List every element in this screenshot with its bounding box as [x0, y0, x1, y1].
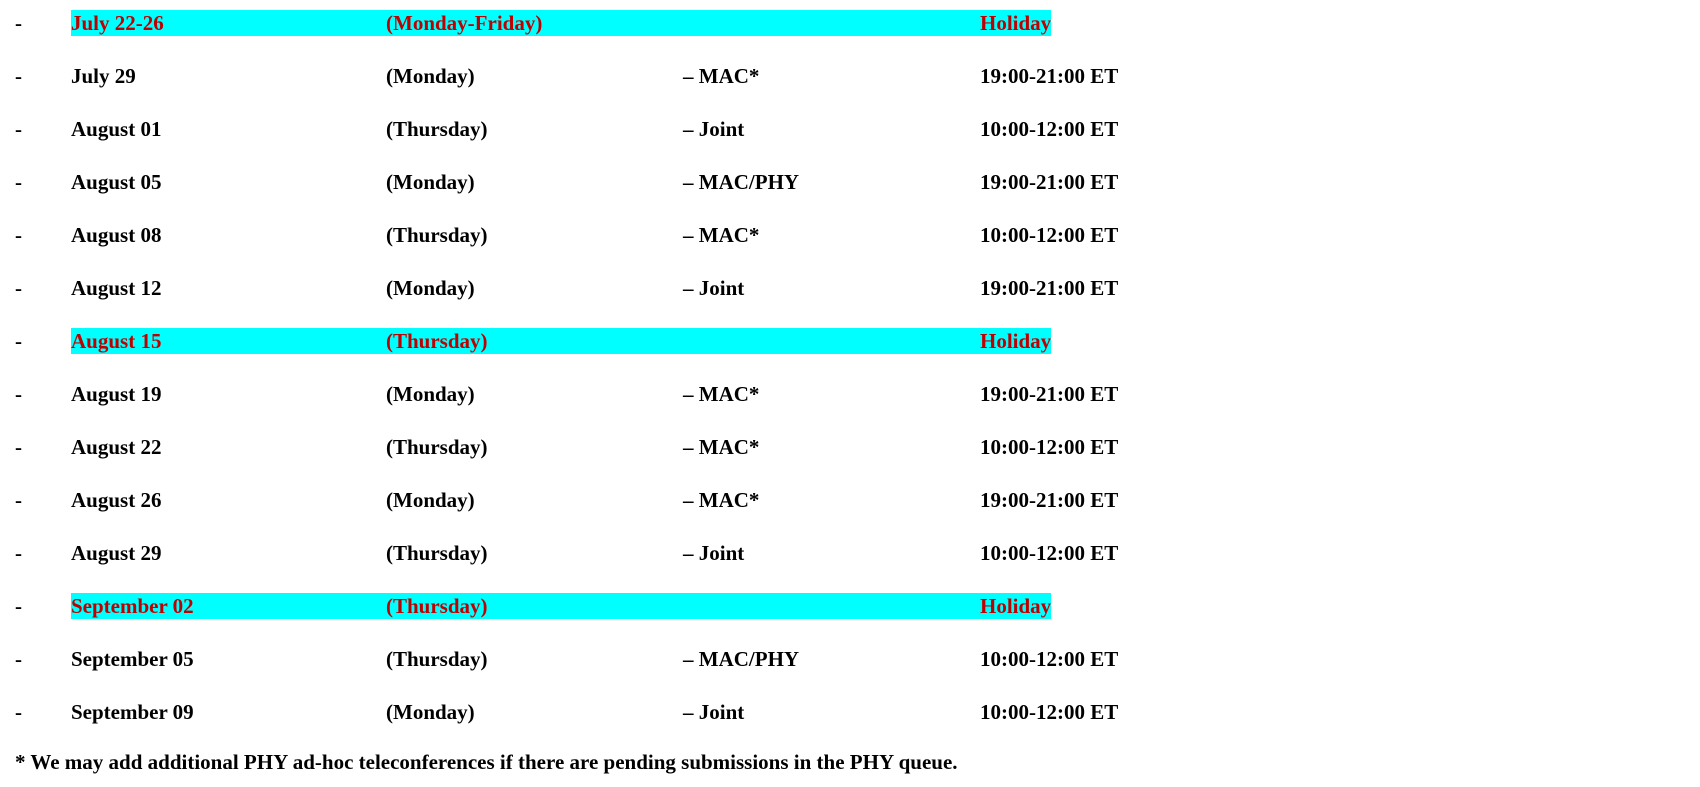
row-date: August 26 [71, 488, 162, 512]
row-day: (Thursday) [386, 435, 488, 459]
row-date: August 12 [71, 276, 162, 300]
row-date: August 19 [71, 382, 162, 406]
row-date: July 22-26 [71, 11, 164, 35]
row-bullet: - [15, 329, 22, 353]
row-date: August 15 [71, 329, 162, 353]
row-bullet: - [15, 594, 22, 618]
row-time: 10:00-12:00 ET [980, 700, 1119, 724]
row-time: 19:00-21:00 ET [980, 382, 1119, 406]
schedule-row: - July 22-26 (Monday-Friday) Holiday [0, 8, 1700, 38]
row-time: 19:00-21:00 ET [980, 64, 1119, 88]
row-day: (Thursday) [386, 541, 488, 565]
row-group: – Joint [683, 117, 745, 141]
schedule-row: - August 22 (Thursday) – MAC* 10:00-12:00 ET [0, 432, 1700, 462]
row-group: – MAC* [683, 223, 760, 247]
row-group: – MAC* [683, 64, 760, 88]
row-day: (Monday-Friday) [386, 11, 543, 35]
row-day: (Thursday) [386, 594, 488, 618]
row-group: – MAC/PHY [683, 170, 800, 194]
row-time: Holiday [980, 11, 1052, 35]
row-date: August 22 [71, 435, 162, 459]
row-day: (Thursday) [386, 223, 488, 247]
holiday-highlight [71, 328, 1051, 354]
schedule-row: - August 19 (Monday) – MAC* 19:00-21:00 ET [0, 379, 1700, 409]
row-bullet: - [15, 64, 22, 88]
row-date: August 05 [71, 170, 162, 194]
row-day: (Thursday) [386, 329, 488, 353]
schedule-row: - August 01 (Thursday) – Joint 10:00-12:00 … [0, 114, 1700, 144]
row-time: 10:00-12:00 ET [980, 435, 1119, 459]
row-bullet: - [15, 541, 22, 565]
schedule-row: - July 29 (Monday) – MAC* 19:00-21:00 ET [0, 61, 1700, 91]
row-date: September 05 [71, 647, 194, 671]
row-day: (Monday) [386, 488, 475, 512]
row-day: (Thursday) [386, 117, 488, 141]
row-date: September 02 [71, 594, 194, 618]
row-bullet: - [15, 170, 22, 194]
row-day: (Monday) [386, 276, 475, 300]
row-day: (Monday) [386, 700, 475, 724]
schedule-row: - August 15 (Thursday) Holiday [0, 326, 1700, 356]
row-time: 19:00-21:00 ET [980, 488, 1119, 512]
schedule-row: - August 12 (Monday) – Joint 19:00-21:00 ET [0, 273, 1700, 303]
row-date: August 08 [71, 223, 162, 247]
row-day: (Monday) [386, 382, 475, 406]
row-bullet: - [15, 700, 22, 724]
row-group: – MAC/PHY [683, 647, 800, 671]
row-bullet: - [15, 647, 22, 671]
row-day: (Monday) [386, 64, 475, 88]
row-bullet: - [15, 223, 22, 247]
row-bullet: - [15, 488, 22, 512]
schedule-row: - September 09 (Monday) – Joint 10:00-12:00 … [0, 697, 1700, 727]
schedule-row: - August 29 (Thursday) – Joint 10:00-12:00 E… [0, 538, 1700, 568]
row-bullet: - [15, 382, 22, 406]
schedule-row: - August 26 (Monday) – MAC* 19:00-21:00 ET [0, 485, 1700, 515]
schedule-row: - August 08 (Thursday) – MAC* 10:00-12:00 ET [0, 220, 1700, 250]
footnote: * We may add additional PHY ad-hoc telec… [15, 750, 958, 774]
row-group: – MAC* [683, 488, 760, 512]
row-bullet: - [15, 11, 22, 35]
row-time: 19:00-21:00 ET [980, 276, 1119, 300]
row-date: September 09 [71, 700, 194, 724]
row-time: Holiday [980, 594, 1052, 618]
row-time: 10:00-12:00 ET [980, 223, 1119, 247]
schedule-row: - September 02 (Thursday) Holiday [0, 591, 1700, 621]
row-group: – Joint [683, 700, 745, 724]
row-bullet: - [15, 435, 22, 459]
row-group: – Joint [683, 541, 745, 565]
row-group: – MAC* [683, 435, 760, 459]
schedule-row: - August 05 (Monday) – MAC/PHY 19:00-21:00 E… [0, 167, 1700, 197]
row-time: Holiday [980, 329, 1052, 353]
row-time: 19:00-21:00 ET [980, 170, 1119, 194]
row-date: August 01 [71, 117, 162, 141]
row-group: – Joint [683, 276, 745, 300]
row-day: (Monday) [386, 170, 475, 194]
row-time: 10:00-12:00 ET [980, 117, 1119, 141]
holiday-highlight [71, 10, 1051, 36]
row-date: August 29 [71, 541, 162, 565]
row-time: 10:00-12:00 ET [980, 541, 1119, 565]
row-time: 10:00-12:00 ET [980, 647, 1119, 671]
holiday-highlight [71, 593, 1051, 619]
row-group: – MAC* [683, 382, 760, 406]
row-date: July 29 [71, 64, 136, 88]
schedule-row: - September 05 (Thursday) – MAC/PHY 10:00-12… [0, 644, 1700, 674]
row-day: (Thursday) [386, 647, 488, 671]
row-bullet: - [15, 117, 22, 141]
row-bullet: - [15, 276, 22, 300]
